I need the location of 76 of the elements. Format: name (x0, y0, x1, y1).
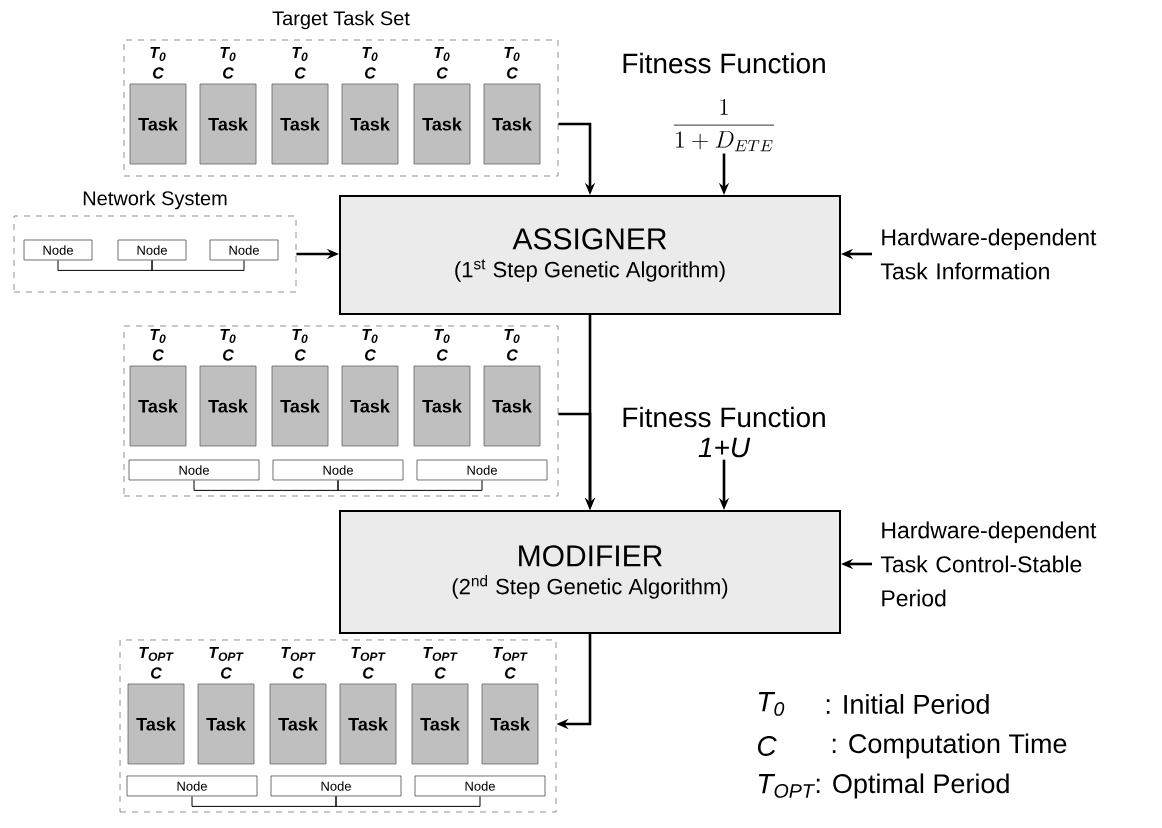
period-label: T$_{OPT}$ (423, 647, 458, 661)
period-label: T$_{OPT}$ (493, 647, 528, 661)
symbol-label: T$_{0}$ (758, 692, 785, 716)
period-label: C (437, 349, 448, 361)
period-label: C (435, 667, 446, 679)
period-label: T$_{0}$ (362, 47, 378, 61)
group-title: Network System (83, 190, 227, 210)
task-box: Task (271, 83, 329, 165)
dashed-group-box (123, 325, 559, 497)
task-box: Task (341, 365, 399, 447)
symbol-label: T$_{OPT}$ (758, 774, 815, 798)
period-label: C (507, 349, 518, 361)
period-label: C (295, 67, 306, 79)
period-label: C (153, 67, 164, 79)
period-label: T$_{0}$ (504, 329, 520, 343)
period-label: T$_{0}$ (504, 47, 520, 61)
period-label: T$_{0}$ (292, 47, 308, 61)
period-label: C (437, 67, 448, 79)
period-label: C (153, 349, 164, 361)
period-label: C (223, 67, 234, 79)
task-box: Task (269, 683, 327, 765)
connector-line (191, 795, 337, 807)
period-label: T$_{0}$ (434, 47, 450, 61)
period-label: T$_{OPT}$ (139, 647, 174, 661)
period-label: T$_{OPT}$ (351, 647, 386, 661)
input-note: Hardware-dependent Task Control-Stable Period (880, 521, 1097, 607)
task-box: Task (197, 683, 255, 765)
period-label: T$_{0}$ (220, 329, 236, 343)
dashed-group-box (119, 639, 557, 813)
period-label: C (363, 667, 374, 679)
connector-line (335, 795, 481, 807)
period-label: T$_{0}$ (150, 47, 166, 61)
period-label: C (151, 667, 162, 679)
definition-text: : Computation Time (832, 733, 1067, 759)
task-box: Task (127, 683, 185, 765)
period-label: T$_{0}$ (220, 47, 236, 61)
period-label: T$_{0}$ (292, 329, 308, 343)
task-box: Task (199, 83, 257, 165)
task-box: Task (129, 83, 187, 165)
task-box: Task (411, 683, 469, 765)
task-box: Task (413, 365, 471, 447)
process-box: MODIFIER (2$^{nd}$ Step Genetic Algorithm) (339, 510, 841, 634)
connector-line (57, 259, 153, 271)
period-label: T$_{0}$ (150, 329, 166, 343)
connector-line (151, 259, 245, 271)
period-label: T$_{OPT}$ (209, 647, 244, 661)
task-box: Task (341, 83, 399, 165)
definition-text: : Initial Period (826, 694, 989, 714)
task-box: Task (129, 365, 187, 447)
connector-line (193, 479, 339, 491)
period-label: C (505, 667, 516, 679)
task-box: Task (271, 365, 329, 447)
input-note: Hardware-dependent Task Information (880, 228, 1097, 280)
period-label: C (507, 67, 518, 79)
group-title: Target Task Set (272, 10, 410, 30)
period-label: T$_{0}$ (362, 329, 378, 343)
period-label: T$_{OPT}$ (281, 647, 316, 661)
task-box: Task (481, 683, 539, 765)
period-label: C (223, 349, 234, 361)
definition-text: : Optimal Period (816, 773, 1009, 799)
period-label: C (295, 349, 306, 361)
process-box: ASSIGNER (1$^{st}$ Step Genetic Algorithm) (339, 195, 841, 315)
task-box: Task (339, 683, 397, 765)
task-box: Task (413, 83, 471, 165)
period-label: T$_{0}$ (434, 329, 450, 343)
task-box: Task (483, 83, 541, 165)
connector-line (337, 479, 483, 491)
symbol-label: C (757, 736, 777, 756)
fitness-function-label: Fitness Function $\frac{1}{1+D_{ETE}}$ (623, 52, 825, 152)
period-label: C (365, 349, 376, 361)
period-label: C (293, 667, 304, 679)
fitness-function-label: Fitness Function 1+U (623, 406, 825, 458)
task-box: Task (483, 365, 541, 447)
task-box: Task (199, 365, 257, 447)
period-label: C (221, 667, 232, 679)
period-label: C (365, 67, 376, 79)
